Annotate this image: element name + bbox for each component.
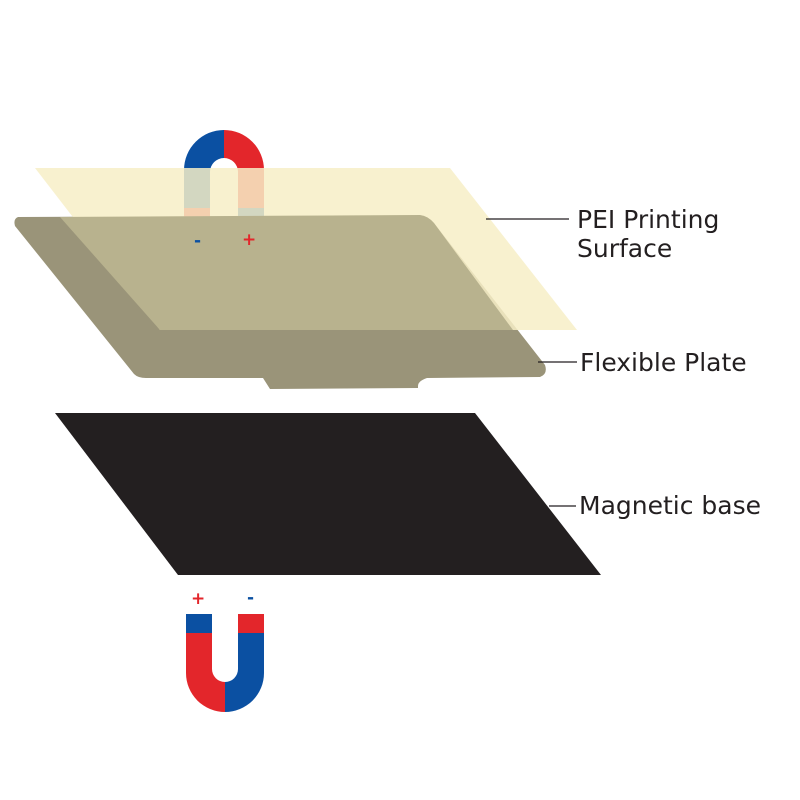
pei-label-line-1: PEI Printing xyxy=(577,205,720,234)
top-magnet-plus-sign: + xyxy=(242,230,257,250)
bottom-magnet-minus-sign: - xyxy=(247,588,255,608)
bottom-horseshoe-magnet-icon xyxy=(186,614,264,712)
pei-flexible-overlap xyxy=(60,215,513,330)
top-magnet-minus-sign: - xyxy=(194,231,202,251)
bottom-magnet-plus-sign: + xyxy=(191,589,206,609)
pei-label-line-2: Surface xyxy=(577,234,673,263)
magnetic-base-label: Magnetic base xyxy=(579,491,762,520)
pei-surface-label: PEI Printing Surface xyxy=(577,205,719,263)
flexible-plate-label: Flexible Plate xyxy=(580,348,747,377)
magnetic-base-sheet xyxy=(55,413,601,575)
bottom-magnet-left-pole-tip xyxy=(186,614,212,633)
bottom-magnet-blue-half xyxy=(225,614,264,712)
bottom-magnet-red-half xyxy=(186,614,225,712)
bottom-magnet-right-pole-tip xyxy=(238,614,264,633)
